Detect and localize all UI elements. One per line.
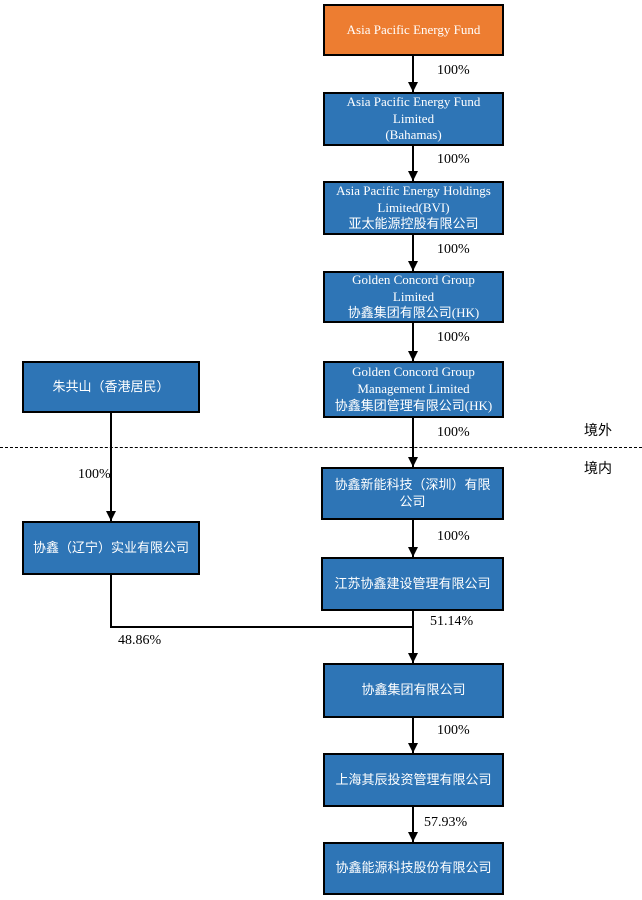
edge-1-label: 100% <box>437 152 470 167</box>
edge-2-label: 100% <box>437 242 470 257</box>
edge-4-stem <box>412 418 414 467</box>
node-asia-pacific-energy-fund: Asia Pacific Energy Fund <box>323 4 504 56</box>
node-label: 协鑫能源科技股份有限公司 <box>335 860 492 876</box>
edge-8-arrowhead-icon <box>408 832 418 842</box>
node-jiangsu-xiexin-construction: 江苏协鑫建设管理有限公司 <box>321 557 504 611</box>
edge-7-label: 100% <box>437 723 470 738</box>
node-zhu-gongshan: 朱共山（香港居民） <box>22 361 200 413</box>
edge-9-stem <box>110 413 112 521</box>
node-asia-pacific-energy-fund-limited: Asia Pacific Energy Fund Limited (Bahama… <box>323 92 504 146</box>
edge-7-stem <box>412 718 414 753</box>
node-xiexin-liaoning-industrial: 协鑫（辽宁）实业有限公司 <box>22 521 200 575</box>
edge-6-label: 51.14% <box>430 614 474 629</box>
node-xiexin-xinneng-shenzhen: 协鑫新能科技（深圳）有限公司 <box>321 467 504 520</box>
node-label: 江苏协鑫建设管理有限公司 <box>334 575 491 591</box>
edge-10-stem-horizontal <box>110 626 414 628</box>
node-label: Golden Concord Group Management Limited … <box>334 364 493 413</box>
node-xiexin-energy-technology: 协鑫能源科技股份有限公司 <box>323 842 504 895</box>
edge-0-stem <box>412 56 414 92</box>
node-label: 协鑫集团有限公司 <box>361 682 466 698</box>
node-label: 协鑫新能科技（深圳）有限公司 <box>334 476 491 509</box>
edge-9-label: 100% <box>78 467 111 482</box>
edge-5-stem <box>412 520 414 557</box>
edge-3-arrowhead-icon <box>408 351 418 361</box>
edge-0-arrowhead-icon <box>408 82 418 92</box>
edge-9-arrowhead-icon <box>106 511 116 521</box>
node-label: 协鑫（辽宁）实业有限公司 <box>32 539 189 555</box>
edge-6-stem <box>412 611 414 663</box>
edge-10-label: 48.86% <box>118 633 162 648</box>
node-asia-pacific-energy-holdings: Asia Pacific Energy Holdings Limited(BVI… <box>323 181 504 235</box>
edge-3-label: 100% <box>437 330 470 345</box>
node-label: Asia Pacific Energy Fund <box>346 21 481 37</box>
node-label: Golden Concord Group Limited 协鑫集团有限公司(HK… <box>347 271 480 321</box>
node-label: Asia Pacific Energy Holdings Limited(BVI… <box>336 182 491 232</box>
node-label: 朱共山（香港居民） <box>52 378 170 394</box>
edge-2-stem <box>412 235 414 271</box>
edge-5-label: 100% <box>437 529 470 544</box>
edge-1-arrowhead-icon <box>408 171 418 181</box>
node-shanghai-qichen-investment: 上海其辰投资管理有限公司 <box>323 753 504 807</box>
onshore-region-label: 境内 <box>584 462 612 477</box>
edge-1-stem <box>412 146 414 181</box>
edge-7-arrowhead-icon <box>408 743 418 753</box>
edge-0-label: 100% <box>437 63 470 78</box>
node-label: 上海其辰投资管理有限公司 <box>335 771 492 787</box>
offshore-region-label: 境外 <box>584 424 612 439</box>
node-xiexin-group: 协鑫集团有限公司 <box>323 663 504 718</box>
edge-4-label: 100% <box>437 425 470 440</box>
edge-4-arrowhead-icon <box>408 457 418 467</box>
edge-10-stem-vertical <box>110 575 112 628</box>
edge-8-label: 57.93% <box>424 815 468 830</box>
offshore-onshore-divider <box>0 447 642 448</box>
edge-2-arrowhead-icon <box>408 261 418 271</box>
edge-6-arrowhead-icon <box>408 653 418 663</box>
edge-3-stem <box>412 323 414 361</box>
node-label: Asia Pacific Energy Fund Limited (Bahama… <box>346 93 481 143</box>
edge-8-stem <box>412 807 414 842</box>
node-golden-concord-group: Golden Concord Group Limited 协鑫集团有限公司(HK… <box>323 271 504 323</box>
edge-5-arrowhead-icon <box>408 547 418 557</box>
node-golden-concord-group-management: Golden Concord Group Management Limited … <box>323 361 504 418</box>
